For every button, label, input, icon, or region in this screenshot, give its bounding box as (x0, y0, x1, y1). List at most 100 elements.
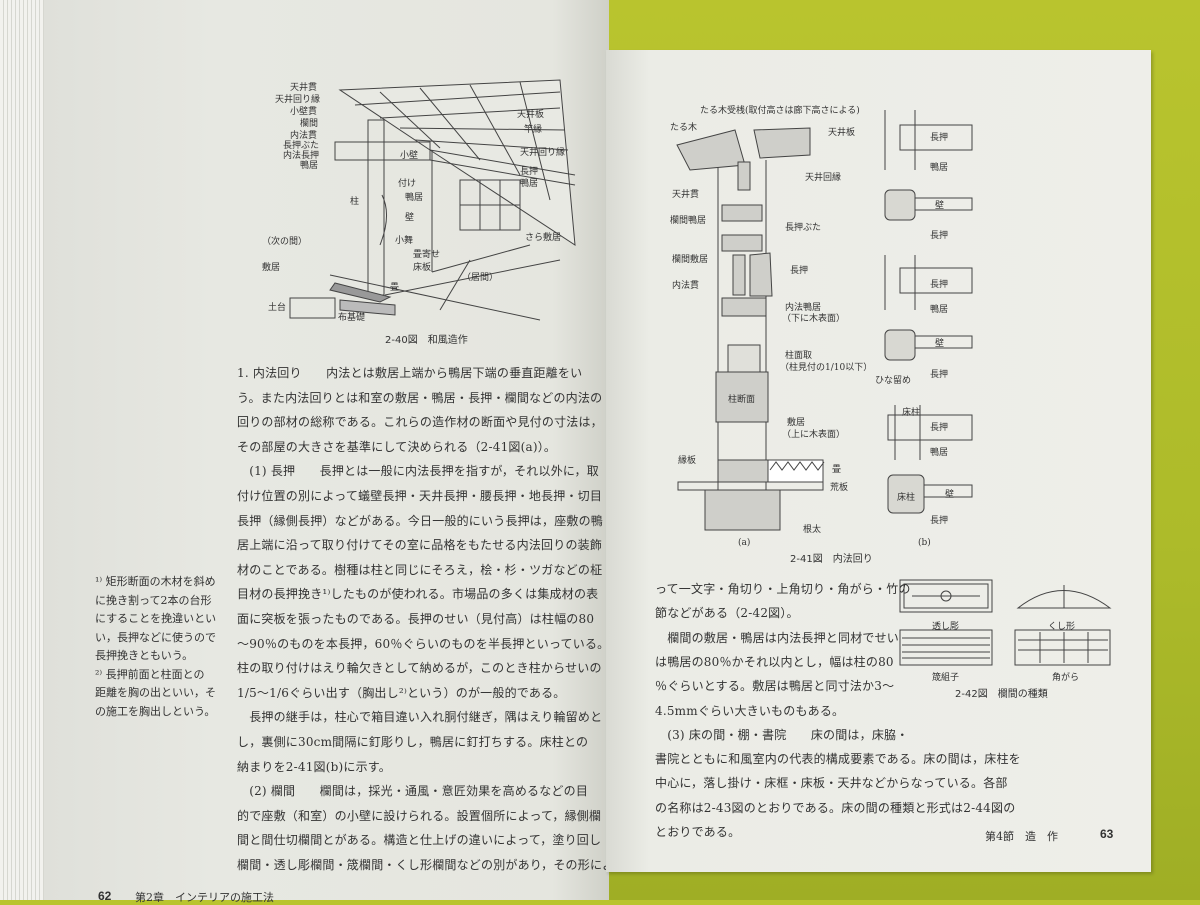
label-tsuke: 付け (398, 179, 417, 189)
figure-label: 長押 (930, 423, 949, 433)
body-text-line: ～90％のものを本長押，60％ぐらいのものを半長押といっている。 (237, 636, 610, 651)
label-tenjo-nuki: 天井貫 (672, 190, 700, 200)
label-ranma: 欄間 (300, 119, 319, 129)
page-stack-edge (0, 0, 48, 900)
body-text-line: 節などがある（2-42図）。 (655, 606, 799, 621)
label-kamoi: 鴨居 (300, 161, 319, 171)
figure-label: 壁 (935, 201, 945, 211)
body-text-line: その部屋の大きさを基準にして決められる（2-41図(a)）。 (237, 439, 557, 454)
body-text-line: とおりである。 (655, 825, 741, 839)
label-uchinori-kamoi-note: （下に木表面） (782, 314, 846, 324)
label-osakumiko: 筬組子 (932, 673, 960, 683)
label-kamoi-2: 鴨居 (520, 179, 539, 189)
body-text-line: の名称は2-43図のとおりである。床の間の種類と形式は2-44図の (655, 800, 1016, 815)
figure-2-41-sub-b: (b) (918, 538, 931, 548)
figure-label: 長押 (930, 280, 949, 290)
side-note-line: 長押挽きともいう。 (95, 649, 194, 662)
label-kushigata: くし形 (1048, 622, 1076, 632)
side-note-line: 距離を胸の出といい，そ (95, 686, 216, 699)
label-taruki-ukesan: たる木受桟(取付高さは廊下高さによる) (700, 106, 860, 116)
body-text-line: 材のことである。樹種は柱と同じにそろえ，桧・杉・ツガなどの柾 (237, 562, 603, 577)
label-taruki: たる木 (670, 123, 698, 133)
body-text-line: 1. 内法回り 内法とは敷居上端から鴨居下端の垂直距離をい (237, 366, 583, 380)
label-neda: 根太 (803, 525, 822, 535)
body-text-line: って一文字・角切り・上角切り・角がら・竹の (655, 582, 911, 596)
body-text-line: 付け位置の別によって蟻壁長押・天井長押・腰長押・地長押・切目 (237, 489, 603, 503)
figure-2-41-sub-a: (a) (738, 538, 751, 548)
side-note-line: い，長押などに使うので (95, 630, 216, 644)
body-text-line: ％ぐらいとする。敷居は鴨居と同寸法か3～ (655, 679, 895, 694)
body-text-line: 目材の長押挽き¹⁾したものが使われる。市場品の多くは集成材の表 (237, 587, 599, 602)
body-text-line: 的で座敷（和室）の小壁に設けられる。設置個所によって，縁側欄 (237, 808, 602, 823)
figure-label: 床柱 (897, 493, 916, 503)
body-text-line: 欄間の敷居・鴨居は内法長押と同材でせい (655, 630, 900, 645)
body-text-line: う。また内法回りとは和室の敷居・鴨居・長押・欄間などの内法の (237, 390, 603, 405)
body-text-line: (1) 長押 長押とは一般に内法長押を指すが，それ以外に，取 (237, 464, 599, 479)
figure-2-41-caption: 2-41図 内法回り (790, 554, 873, 565)
label-kamoi-3: 鴨居 (405, 193, 424, 203)
right-page (606, 50, 1151, 872)
figure-label: ひな留め (875, 376, 912, 386)
side-note-line: ¹⁾ 矩形断面の木材を斜め (95, 575, 216, 588)
label-kokabe: 小壁 (400, 151, 419, 161)
label-hashira: 柱 (350, 197, 360, 207)
label-shikii: 敷居 (787, 418, 806, 428)
label-tenjo-mawaribuchi: 天井回縁 (805, 173, 842, 183)
label-nageshi: 長押 (520, 167, 539, 177)
label-uchinori-nageshi: 内法長押 (283, 151, 320, 161)
label-nuno-kiso: 布基礎 (338, 313, 366, 323)
label-ranma-shikii: 欄間敷居 (672, 255, 709, 265)
label-kakugara: 角がら (1052, 673, 1080, 683)
label-shikii: 敷居 (262, 263, 281, 273)
figure-2-40-caption: 2-40図 和風造作 (385, 335, 468, 346)
label-komai: 小舞 (395, 236, 414, 246)
figure-2-42-caption: 2-42図 欄間の種類 (955, 689, 1048, 700)
label-hashira-danmen: 柱断面 (728, 395, 756, 405)
side-note-line: にすることを挽違いとい (95, 612, 217, 625)
body-text-line: 柱の取り付けはえり輪欠きとして納めるが，このとき柱からせいの (237, 661, 602, 676)
label-tatami: 畳 (832, 465, 842, 475)
label-araita: 荒板 (830, 483, 849, 493)
body-text-line: 書院とともに和風室内の代表的構成要素である。床の間は，床柱を (655, 752, 1021, 767)
body-text-line: 居上端に沿って取り付けてその室に品格をもたせる内法回りの装飾 (237, 538, 603, 553)
figure-label: 長押 (930, 370, 949, 380)
label-ranma-kamoi: 欄間鴨居 (670, 216, 707, 226)
label-uchinori-kamoi: 内法鴨居 (785, 303, 822, 313)
figure-label: 壁 (945, 490, 955, 500)
figure-label: 鴨居 (930, 448, 949, 458)
side-note-line: の施工を胸出しという。 (95, 704, 216, 718)
body-text-line: (3) 床の間・棚・書院 床の間は，床脇・ (655, 727, 909, 742)
label-tenjo-mawaribuchi: 天井回り縁 (275, 95, 321, 105)
label-tenjo-nuki: 天井貫 (290, 83, 318, 93)
body-text-line: し，裏側に30cm間隔に釘彫りし，鴨居に釘打ちする。床柱との (237, 735, 589, 749)
figure-label: 長押 (930, 133, 949, 143)
label-dodai: 土台 (268, 303, 287, 313)
body-text-line: 4.5mmぐらい大きいものもある。 (655, 703, 845, 718)
figure-label: 床柱 (902, 408, 921, 418)
body-text-line: 面に突板を張ったものである。長押のせい（見付高）は柱幅の80 (237, 612, 595, 626)
body-text-line: 中心に，落し掛け・床框・床板・天井などからなっている。各部 (655, 776, 1008, 791)
label-shikii-note: （上に木表面） (782, 430, 846, 440)
label-hashira-mentori: 柱面取 (785, 351, 813, 361)
figure-label: 壁 (935, 339, 945, 349)
label-sukashibori: 透し彫 (932, 622, 960, 632)
right-page-number: 63 (1100, 827, 1114, 841)
side-note-line: ²⁾ 長押前面と柱面との (95, 667, 205, 681)
body-text-line: は鴨居の80％かそれ以内とし，幅は柱の80 (655, 654, 894, 669)
label-uchinori-nuki: 内法貫 (290, 131, 318, 141)
side-note-line: に挽き割って2本の台形 (95, 593, 212, 607)
label-uchinori-nuki: 内法貫 (672, 281, 700, 291)
label-tsugi-no-ma: （次の間） (262, 237, 308, 247)
body-text-line: 1/5～1/6ぐらい出す（胸出し²⁾という）のが一般的である。 (237, 685, 566, 700)
label-tenjo-ita: 天井板 (828, 128, 856, 138)
label-tatami: 畳 (390, 283, 400, 293)
label-enita: 縁板 (678, 456, 697, 466)
label-tenjo-ita: 天井板 (517, 110, 545, 120)
label-kabe: 壁 (405, 213, 415, 223)
label-hashira-mentori-note: （柱見付の1/10以下） (780, 363, 873, 373)
figure-label: 鴨居 (930, 163, 949, 173)
body-text-line: 長押の継手は，柱心で箱目違い入れ胴付継ぎ，隅はえり輪留めと (237, 710, 603, 725)
label-ima: （居間） (462, 273, 499, 283)
